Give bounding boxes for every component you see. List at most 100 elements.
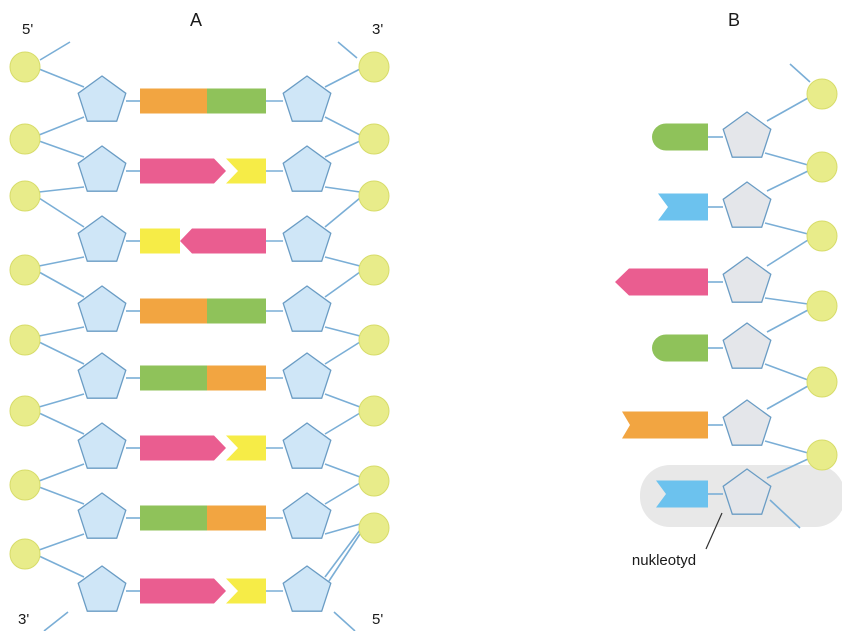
ribose-sugar [722, 468, 772, 515]
phosphate-group [358, 51, 390, 83]
backbone-right [324, 529, 361, 578]
backbone [764, 152, 809, 166]
backbone-bottom-left-stub [43, 611, 69, 631]
phosphate-group [9, 538, 41, 570]
backbone [764, 222, 809, 235]
nucleobase [140, 298, 207, 324]
strand-end-top-left: 5' [22, 21, 33, 38]
deoxyribose-sugar [282, 352, 332, 399]
nucleobase [226, 578, 266, 604]
deoxyribose-sugar [282, 145, 332, 192]
phosphate-group [358, 324, 390, 356]
backbone-right [324, 393, 361, 408]
phosphate-group [9, 51, 41, 83]
deoxyribose-sugar [77, 285, 127, 332]
backbone [766, 458, 809, 479]
ribose-sugar [722, 399, 772, 446]
backbone [766, 170, 809, 192]
backbone-right [324, 463, 361, 478]
phosphate-group [358, 123, 390, 155]
deoxyribose-sugar [77, 75, 127, 122]
backbone-top-left-stub [39, 41, 71, 61]
phosphate-group [806, 78, 838, 110]
backbone-right [324, 256, 361, 267]
nucleobase [226, 435, 266, 461]
backbone-top-right-stub [337, 41, 358, 59]
backbone-left [38, 412, 85, 435]
callout-pointer [705, 512, 723, 550]
ribose-sugar [722, 181, 772, 228]
backbone-right [324, 326, 361, 337]
backbone-left [38, 140, 85, 158]
nucleobase [652, 123, 708, 151]
phosphate-group [358, 395, 390, 427]
deoxyribose-sugar [282, 492, 332, 539]
backbone-right [324, 523, 361, 535]
phosphate-group [9, 395, 41, 427]
backbone-right [324, 68, 361, 88]
phosphate-group [9, 469, 41, 501]
backbone [764, 440, 809, 454]
nucleobase [656, 480, 708, 508]
deoxyribose-sugar [282, 75, 332, 122]
backbone [766, 385, 809, 410]
phosphate-group [806, 439, 838, 471]
deoxyribose-sugar [77, 492, 127, 539]
nucleobase [140, 505, 207, 531]
backbone-left [38, 256, 85, 267]
backbone-bottom-stub [769, 499, 801, 529]
nucleobase [622, 411, 708, 439]
deoxyribose-sugar [77, 145, 127, 192]
phosphate-group [9, 123, 41, 155]
backbone-left [38, 341, 85, 365]
nucleobase [226, 158, 266, 184]
shapes-layer [9, 51, 838, 612]
backbone [764, 363, 809, 381]
deoxyribose-sugar [282, 285, 332, 332]
phosphate-group [806, 290, 838, 322]
phosphate-group [358, 254, 390, 286]
ribose-sugar [722, 322, 772, 369]
backbone [764, 297, 809, 305]
phosphate-group [806, 151, 838, 183]
backbone-right [324, 482, 361, 505]
nucleobase [140, 88, 207, 114]
nucleobase [207, 88, 266, 114]
strand-end-top-right: 3' [372, 21, 383, 38]
backbone-left [38, 533, 85, 551]
backbone-left [38, 271, 85, 298]
backbone-left [38, 463, 85, 482]
backbone [766, 309, 809, 333]
phosphate-group [806, 366, 838, 398]
phosphate-group [9, 254, 41, 286]
nucleobase [140, 228, 180, 254]
deoxyribose-sugar [77, 352, 127, 399]
backbone-right [324, 271, 361, 298]
strand-end-bottom-left: 3' [18, 611, 29, 628]
deoxyribose-sugar [282, 215, 332, 262]
nucleobase [140, 365, 207, 391]
backbone-right [324, 197, 361, 228]
deoxyribose-sugar [282, 422, 332, 469]
backbone-right [324, 412, 361, 435]
phosphate-group [358, 180, 390, 212]
deoxyribose-sugar [77, 215, 127, 262]
phosphate-group [9, 180, 41, 212]
backbone-left [38, 555, 85, 578]
backbone-right [324, 116, 361, 136]
nucleobase [652, 334, 708, 362]
backbone-right [328, 533, 361, 582]
panel-a-title: A [190, 10, 202, 30]
phosphate-group [358, 465, 390, 497]
nucleobase [180, 228, 266, 254]
nucleobase [140, 578, 226, 604]
backbone-left [38, 68, 85, 88]
labels-layer: A B 5' 3' 3' 5' nukleotyd [18, 10, 740, 628]
nucleobase [140, 435, 226, 461]
phosphate-group [9, 324, 41, 356]
backbone-left [38, 486, 85, 505]
nucleotide-callout-label: nukleotyd [632, 552, 696, 569]
backbone-left [38, 393, 85, 408]
nucleobase [207, 365, 266, 391]
